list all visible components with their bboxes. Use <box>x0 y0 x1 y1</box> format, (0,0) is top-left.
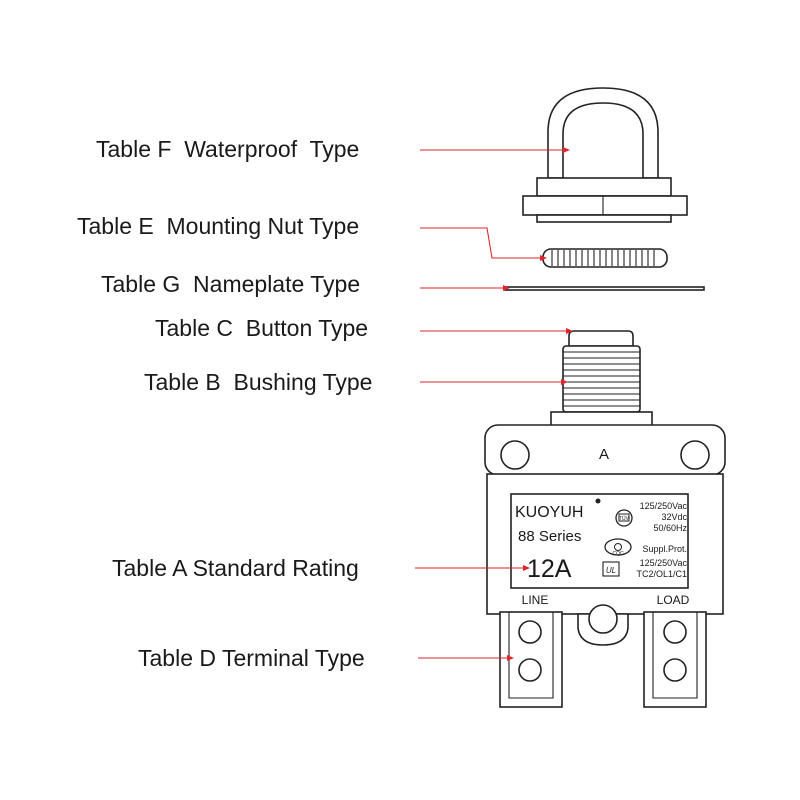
spec-ac-2: 125/250Vac <box>640 558 688 568</box>
brand-name: KUOYUH <box>515 504 583 521</box>
threaded-bushing <box>550 345 653 429</box>
mounting-hole-left <box>500 440 530 470</box>
cqc-cert-icon <box>604 538 632 556</box>
spec-dc: 32Vdc <box>661 512 687 522</box>
body-top-mark: A <box>599 446 609 463</box>
spec-freq: 50/60Hz <box>653 523 687 533</box>
cqc-mark-text: CQC <box>612 551 624 557</box>
waterproof-cap <box>522 87 688 223</box>
tuv-cert-icon <box>615 509 633 527</box>
arrowhead-3 <box>566 328 573 334</box>
tc-code: TC2/OL1/C1 <box>636 569 687 579</box>
mounting-hole-right <box>680 440 710 470</box>
series-name: 88 Series <box>518 528 581 545</box>
leader-mounting-nut <box>420 227 545 259</box>
callout-terminal-type: Table D Terminal Type <box>138 645 365 671</box>
callout-mounting-nut-type: Table E Mounting Nut Type <box>77 213 359 239</box>
arrowhead-6 <box>507 655 514 661</box>
ul-cert-icon <box>602 561 620 577</box>
arrowhead-0 <box>563 147 570 153</box>
arrowhead-5 <box>523 565 530 571</box>
brand-dot-icon <box>595 498 601 504</box>
spec-ac: 125/250Vac <box>640 501 688 511</box>
tuv-mark-text: TÜV <box>619 515 630 522</box>
callout-nameplate-type: Table G Nameplate Type <box>101 271 360 297</box>
rating-value: 12A <box>527 555 572 583</box>
terminal-line-label: LINE <box>522 593 549 607</box>
terminal-load <box>643 611 707 708</box>
mounting-nut <box>542 248 668 268</box>
callout-button-type: Table C Button Type <box>155 315 368 341</box>
reset-button <box>568 330 634 347</box>
leader-arrowheads <box>503 147 573 661</box>
terminal-load-label: LOAD <box>657 593 690 607</box>
arrowhead-2 <box>503 285 510 291</box>
nameplate-plate <box>504 286 705 291</box>
leader-lines <box>415 149 571 659</box>
center-mount-stud <box>577 604 629 646</box>
rating-label-plate <box>510 493 689 589</box>
arrowhead-4 <box>561 379 568 385</box>
callout-bushing-type: Table B Bushing Type <box>144 369 372 395</box>
callout-standard-rating: Table A Standard Rating <box>112 555 359 581</box>
callout-waterproof-type: Table F Waterproof Type <box>96 136 359 162</box>
arrowhead-1 <box>540 255 547 261</box>
suppl-prot: Suppl.Prot. <box>642 544 687 554</box>
ul-mark-text: UL <box>606 566 616 575</box>
